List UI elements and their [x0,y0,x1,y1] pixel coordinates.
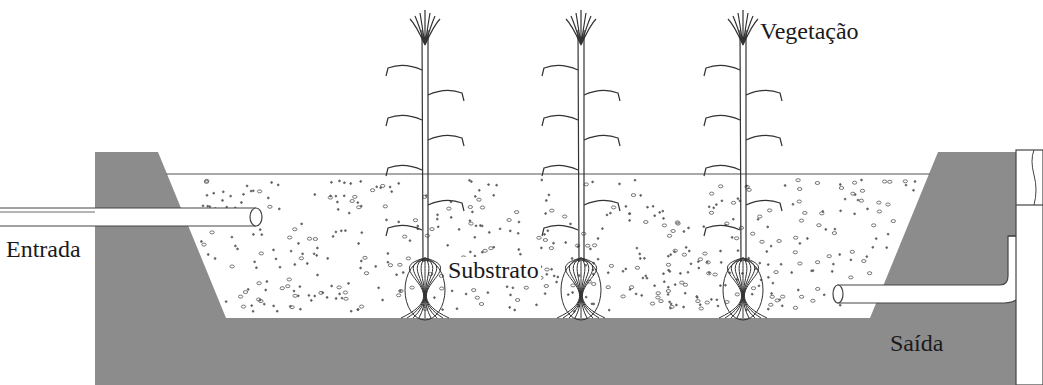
vegetation [386,10,782,320]
outlet-pipe [833,150,1043,385]
part-label: Entrada [6,236,81,262]
part-label: Vegetação [760,18,859,44]
substrate-texture [190,179,916,313]
part-label: Substrato [446,257,541,283]
inlet-pipe [0,208,262,226]
surface-line [166,173,930,174]
part-label: Saída [890,330,943,356]
basin-wall [95,152,1043,385]
